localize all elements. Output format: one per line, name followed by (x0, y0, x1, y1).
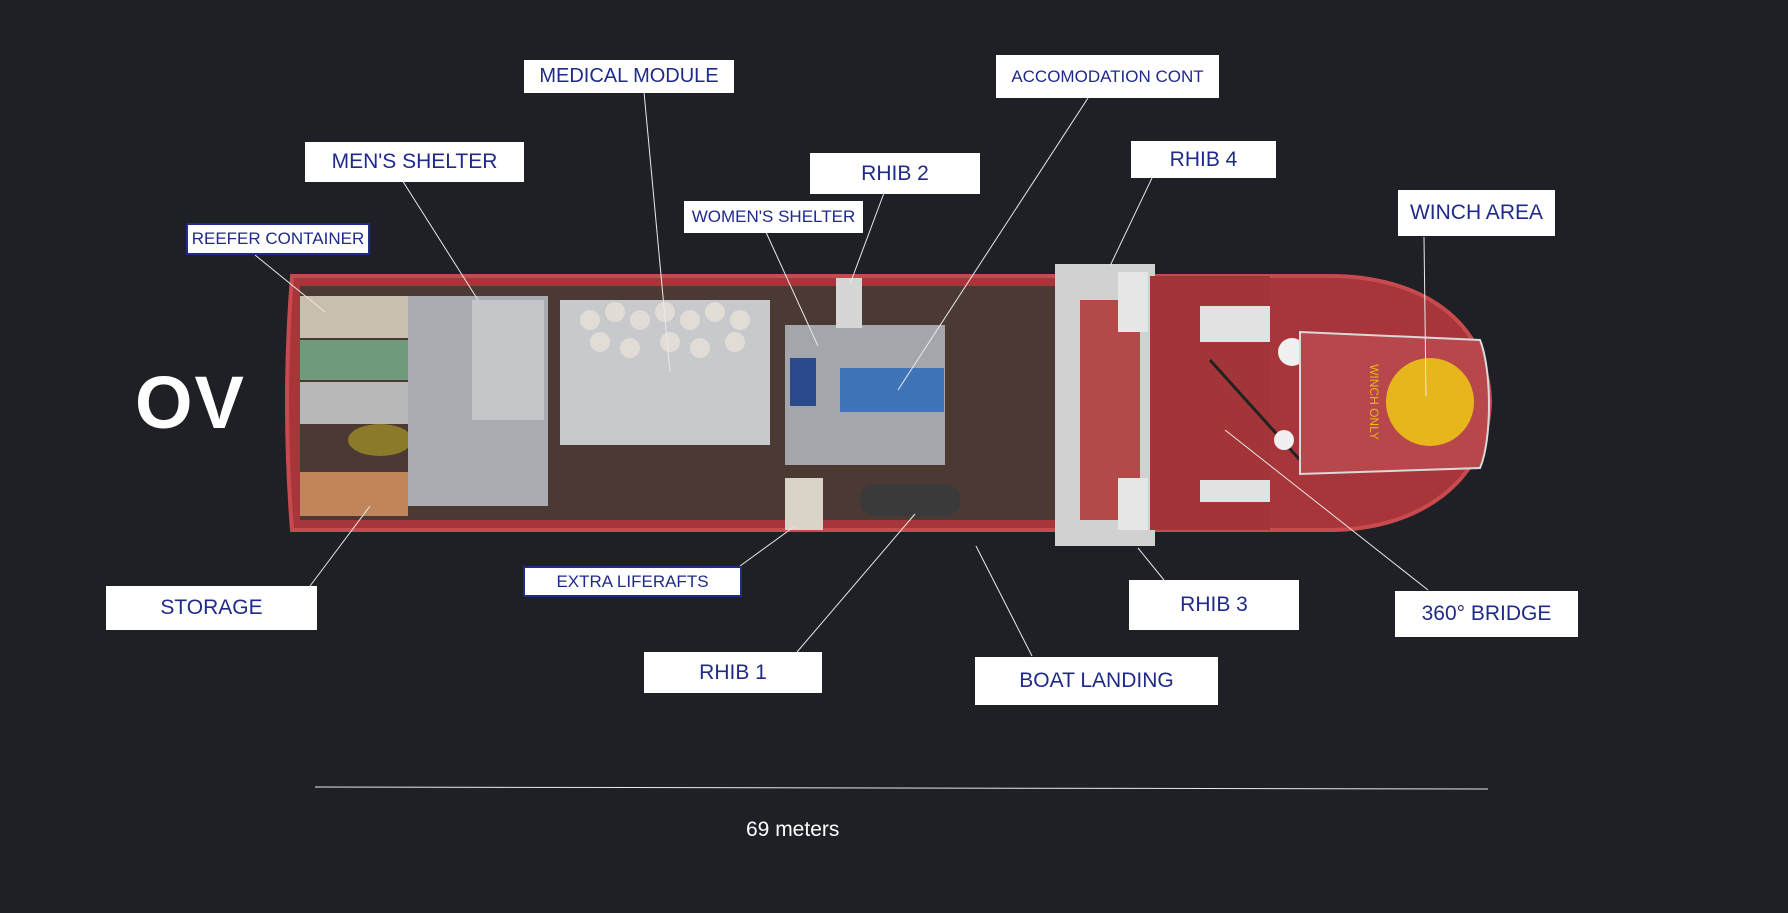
mens-shelter-roof (472, 300, 544, 420)
scale-label: 69 meters (746, 818, 840, 841)
label-mens-shelter: MEN'S SHELTER (305, 142, 524, 182)
bridge-top (1200, 306, 1270, 342)
rhib3-area (1118, 478, 1148, 530)
rhib4-area (1118, 272, 1148, 332)
label-boat-landing: BOAT LANDING (975, 657, 1218, 705)
label-extra-liferafts: EXTRA LIFERAFTS (523, 566, 742, 597)
blue-tarp (790, 358, 816, 406)
extra-liferafts-block (785, 478, 823, 530)
label-accomodation-cont: ACCOMODATION CONT (996, 55, 1219, 98)
helipad-circle (1386, 358, 1474, 446)
label-rhib4: RHIB 4 (1131, 141, 1276, 178)
label-rhib1: RHIB 1 (644, 652, 822, 693)
vessel-code: OV (135, 361, 246, 444)
label-storage: STORAGE (106, 586, 317, 630)
scale-bar (314, 786, 1489, 790)
bridge-lower (1200, 480, 1270, 502)
storage-container (300, 472, 408, 516)
label-rhib2: RHIB 2 (810, 153, 980, 194)
label-winch-area: WINCH AREA (1398, 190, 1555, 236)
rhib1-boat (860, 484, 960, 516)
helipad-text: WINCH ONLY (1367, 364, 1381, 440)
reefer-container (300, 296, 408, 338)
aft-winch (348, 424, 412, 456)
medical-supplies (580, 302, 750, 358)
grey-container (300, 382, 408, 424)
radome-2 (1274, 430, 1294, 450)
label-womens-shelter: WOMEN'S SHELTER (684, 201, 863, 233)
label-reefer-container: REEFER CONTAINER (186, 223, 370, 255)
label-rhib3: RHIB 3 (1129, 580, 1299, 630)
leader-lines (254, 91, 1429, 657)
accomodation-container (840, 368, 944, 412)
label-360-bridge: 360° BRIDGE (1395, 591, 1578, 637)
label-medical-module: MEDICAL MODULE (524, 60, 734, 93)
rhib2-davit (836, 278, 862, 328)
green-container (300, 340, 408, 380)
